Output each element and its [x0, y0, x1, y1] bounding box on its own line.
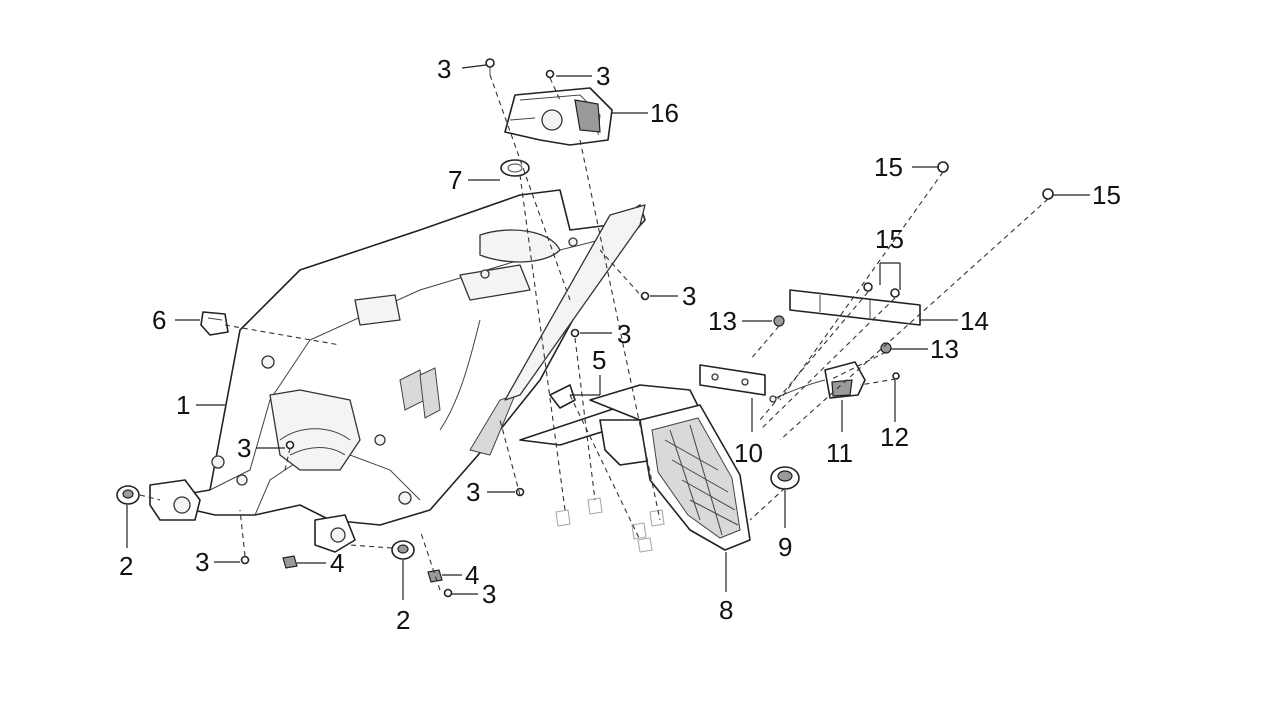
- part-16-tail-light-housing: [504, 87, 613, 146]
- screw-bottom-right: [443, 588, 453, 598]
- part-11-plate-light: [769, 361, 866, 403]
- part-9-rubber-buffer: [770, 466, 800, 490]
- screw-15-mid-a: [863, 282, 873, 292]
- callout-16: 16: [650, 98, 679, 128]
- callout-5: 5: [592, 345, 606, 375]
- callout-4-left: 4: [330, 548, 344, 578]
- nut-13-left: [773, 315, 785, 327]
- screw-bottom-mid: [515, 487, 525, 497]
- screw-mid: [570, 328, 580, 338]
- ghost-screws: [555, 497, 665, 553]
- callout-3-bottom-right: 3: [482, 579, 496, 609]
- callout-4-right: 4: [465, 560, 479, 590]
- callout-1: 1: [176, 390, 190, 420]
- callout-13-left: 13: [708, 306, 737, 336]
- callout-3-top: 3: [437, 54, 451, 84]
- part-7-grommet: [500, 159, 530, 177]
- part-5-clip: [549, 384, 576, 409]
- nut-4-left: [282, 555, 298, 569]
- callout-14: 14: [960, 306, 989, 336]
- callout-7: 7: [448, 165, 462, 195]
- screw-top-right: [545, 69, 555, 79]
- screw-bottom-left: [240, 555, 250, 565]
- callout-6: 6: [152, 305, 166, 335]
- nut-4-right: [427, 569, 443, 583]
- callout-11: 11: [826, 438, 853, 468]
- callout-15-c: 15: [875, 224, 904, 254]
- part-6-clip: [200, 311, 229, 336]
- callout-3-mid: 3: [617, 319, 631, 349]
- callout-labels: 3 3 16 7 15 15 15 3 13 14 13 6 3 5 1 3 1…: [119, 54, 1121, 635]
- assembly-lines: [139, 74, 1049, 591]
- washer-2-right: [391, 540, 415, 560]
- callout-10: 10: [734, 438, 763, 468]
- callout-9: 9: [778, 532, 792, 562]
- washer-2-left: [116, 485, 140, 505]
- callout-12: 12: [880, 422, 909, 452]
- callout-3-left: 3: [237, 433, 251, 463]
- part-1-rear-undertray: [149, 189, 646, 553]
- callout-13-right: 13: [930, 334, 959, 364]
- callout-2-left: 2: [119, 551, 133, 581]
- screw-right: [640, 291, 650, 301]
- callout-2-right: 2: [396, 605, 410, 635]
- callout-3-top2: 3: [596, 61, 610, 91]
- callout-3-bottom-mid: 3: [466, 477, 480, 507]
- screw-15-top: [937, 161, 949, 173]
- callout-3-right: 3: [682, 281, 696, 311]
- screw-top-left: [485, 58, 495, 75]
- fasteners: [116, 58, 1054, 598]
- nut-13-right: [880, 342, 892, 354]
- screw-15-mid-b: [890, 288, 900, 298]
- callout-15-b: 15: [1092, 180, 1121, 210]
- screw-15-right: [1042, 188, 1054, 200]
- callout-8: 8: [719, 595, 733, 625]
- leader-lines: [126, 64, 1090, 600]
- part-10-plate-bracket: [519, 364, 766, 466]
- part-8-reflector-mudflap: [639, 404, 751, 551]
- callout-3-bottom-left: 3: [195, 547, 209, 577]
- screw-12: [892, 372, 900, 380]
- screw-left: [285, 440, 295, 450]
- callout-15-a: 15: [874, 152, 903, 182]
